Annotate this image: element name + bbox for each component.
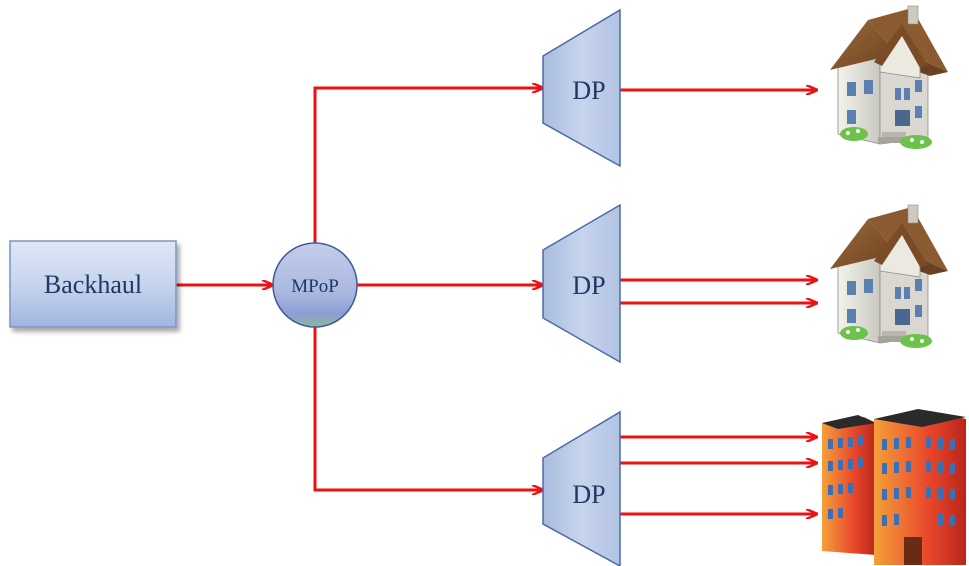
dp-node-bottom: DP [542, 410, 621, 566]
links [176, 88, 817, 514]
house-icon [830, 5, 948, 149]
mpop-node: MPoP [272, 242, 358, 328]
dp-label-top: DP [572, 76, 605, 105]
dp-label-middle: DP [572, 271, 605, 300]
backhaul-label: Backhaul [44, 270, 142, 299]
backhaul-node: Backhaul [9, 240, 177, 328]
link-mpop-to-dp-bottom [313, 327, 543, 490]
dp-label-bottom: DP [572, 480, 605, 509]
dp-node-top: DP [542, 8, 621, 168]
dp-node-middle: DP [542, 203, 621, 364]
house-icon [830, 204, 948, 348]
apartment-buildings-icon [822, 409, 966, 565]
link-mpop-to-dp-top [313, 88, 543, 243]
mpop-label: MPoP [291, 276, 339, 297]
